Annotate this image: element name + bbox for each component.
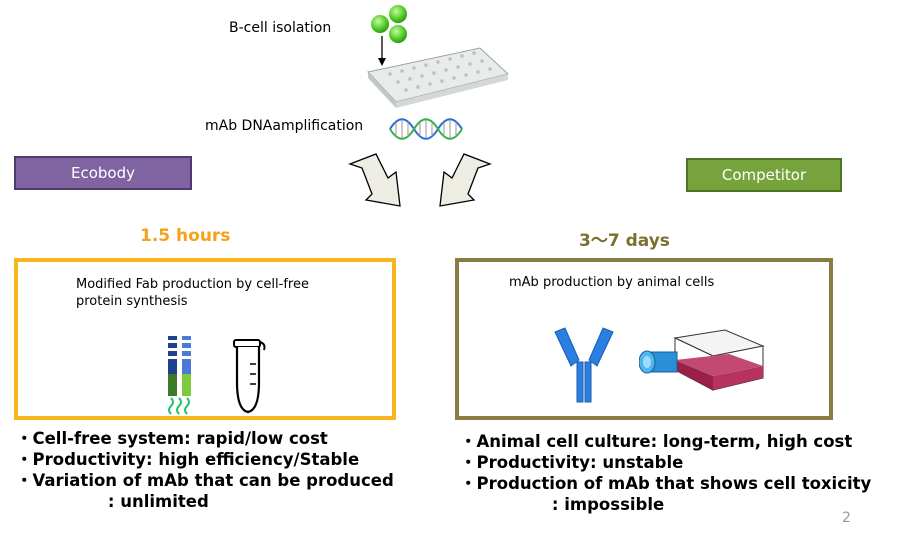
fab-fragment-icon bbox=[168, 336, 191, 415]
competitor-tag: Competitor bbox=[686, 158, 842, 192]
ecobody-box-line-2: protein synthesis bbox=[76, 294, 188, 309]
bcell-plate-illustration bbox=[367, 5, 510, 108]
competitor-bullet-list: ・Animal cell culture: long-term, high co… bbox=[460, 431, 871, 515]
ecobody-box-line-1: Modified Fab production by cell-free bbox=[76, 277, 309, 292]
ecobody-bullet-list: ・Cell-free system: rapid/low cost ・Produ… bbox=[16, 428, 394, 512]
dna-amplification-label: mAb DNAamplification bbox=[205, 118, 364, 134]
right-arrow-icon bbox=[439, 153, 492, 207]
list-item: ・Production of mAb that shows cell toxic… bbox=[460, 474, 872, 493]
left-arrow-icon bbox=[348, 153, 401, 207]
culture-flask-icon bbox=[639, 329, 765, 391]
list-item: ・Animal cell culture: long-term, high co… bbox=[460, 432, 853, 451]
list-item: : impossible bbox=[460, 495, 665, 514]
list-item: ・Productivity: high efficiency/Stable bbox=[16, 450, 360, 469]
b-cell-icon bbox=[389, 5, 407, 23]
competitor-method-box: mAb production by animal cells bbox=[455, 258, 833, 420]
b-cell-icon bbox=[389, 25, 407, 43]
dna-helix-icon bbox=[389, 118, 463, 140]
competitor-time: 3～7 days bbox=[579, 231, 670, 251]
list-item: ・Productivity: unstable bbox=[460, 453, 684, 472]
competitor-box-text: mAb production by animal cells bbox=[509, 275, 715, 290]
ecobody-method-box: Modified Fab production by cell-free pro… bbox=[14, 258, 396, 420]
list-item: : unlimited bbox=[16, 492, 209, 511]
ecobody-time: 1.5 hours bbox=[140, 226, 231, 246]
convergence-arrows bbox=[348, 153, 492, 207]
ecobody-tag: Ecobody bbox=[14, 156, 192, 190]
bcell-isolation-label: B-cell isolation bbox=[229, 20, 332, 36]
ecobody-box-text: Modified Fab production by cell-free pro… bbox=[76, 276, 309, 310]
list-item: ・Variation of mAb that can be produced bbox=[16, 471, 394, 490]
microtube-icon bbox=[233, 339, 266, 414]
b-cell-icon bbox=[371, 15, 389, 33]
list-item: ・Cell-free system: rapid/low cost bbox=[16, 429, 328, 448]
antibody-icon bbox=[554, 327, 614, 403]
page-number: 2 bbox=[842, 510, 851, 526]
